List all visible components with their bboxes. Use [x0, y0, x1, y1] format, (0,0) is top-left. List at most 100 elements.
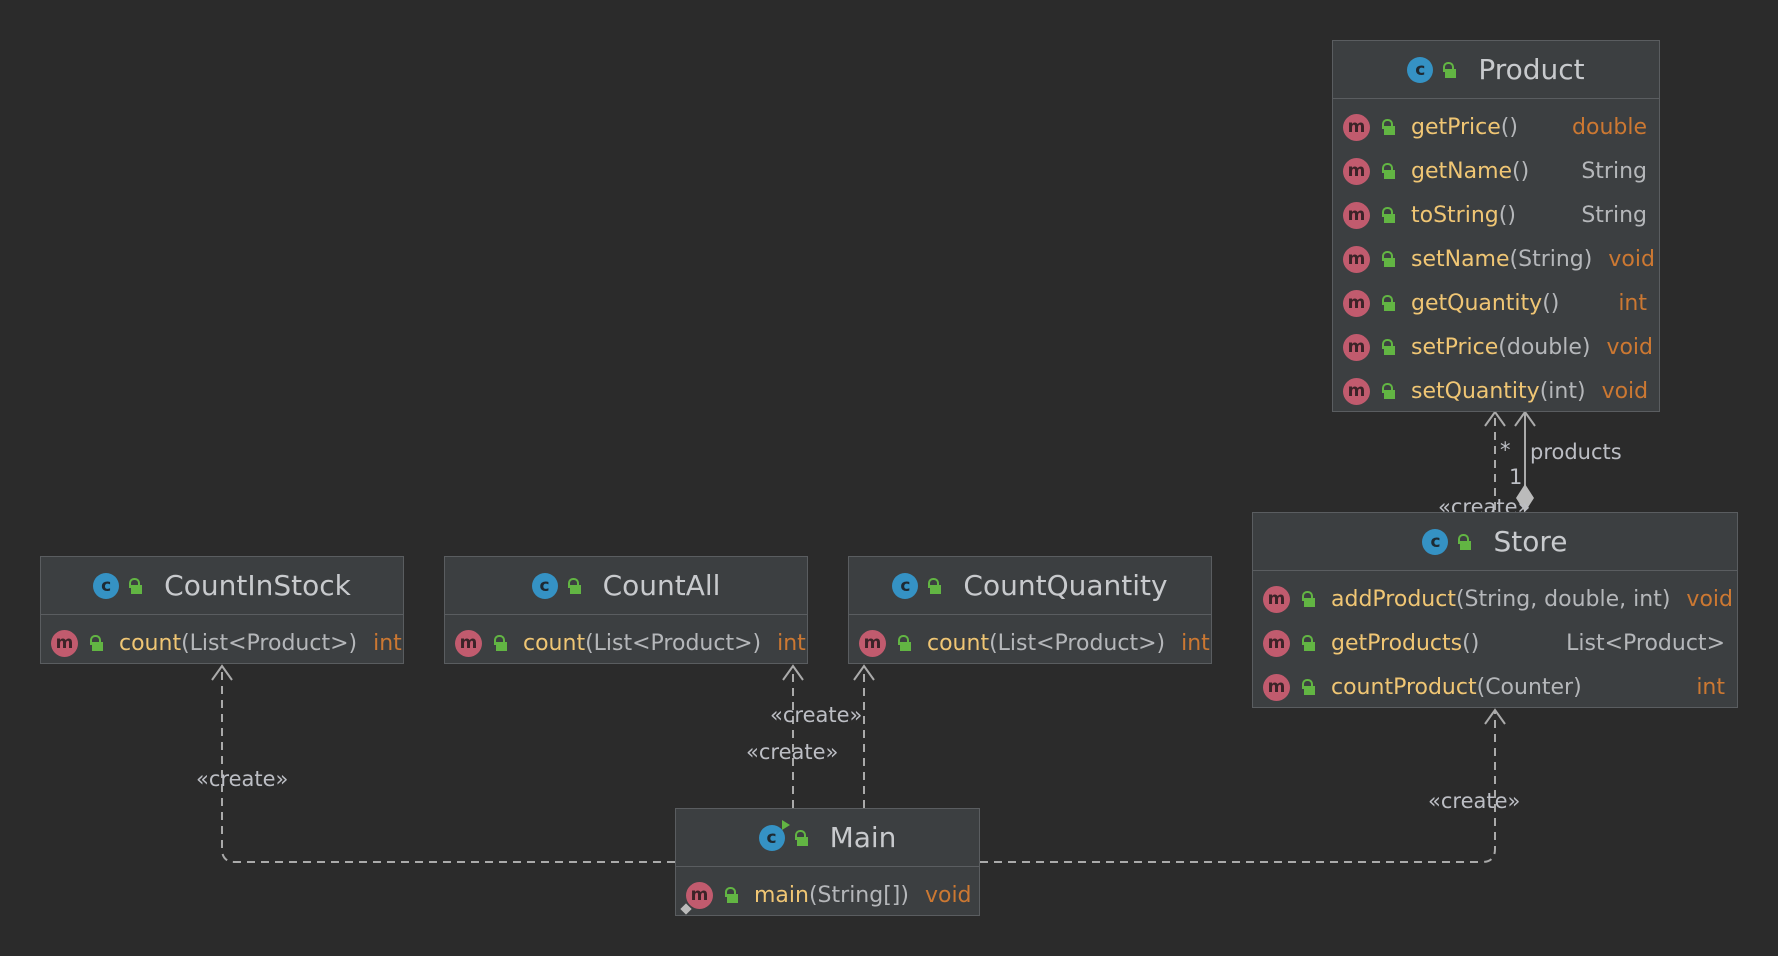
method-return-type: void	[924, 882, 972, 908]
run-badge-icon	[781, 819, 790, 830]
public-access-icon	[1300, 679, 1315, 695]
method-name: setPrice	[1411, 334, 1499, 360]
public-access-icon	[492, 635, 507, 651]
class-icon: c	[1422, 528, 1449, 555]
label-main-count-quantity: «create»	[770, 703, 863, 727]
method-name: addProduct	[1331, 586, 1456, 612]
class-icon: c	[531, 572, 558, 599]
method-return-type: int	[373, 630, 402, 656]
method-signature: countProduct(Counter)	[1331, 675, 1582, 700]
class-icon: c	[1407, 56, 1434, 83]
class-name: CountInStock	[164, 569, 351, 602]
class-name: Product	[1478, 53, 1585, 86]
class-header: c CountInStock	[41, 557, 403, 615]
public-access-icon	[896, 635, 911, 651]
method-name: getQuantity	[1411, 290, 1543, 316]
arrowhead-main-store	[1484, 708, 1506, 725]
method-signature: getProducts()	[1331, 631, 1479, 656]
method-signature: addProduct(String, double, int)	[1331, 587, 1670, 612]
method-signature: toString()	[1411, 203, 1516, 228]
public-access-icon	[1380, 119, 1395, 135]
method-name: setQuantity	[1411, 378, 1540, 404]
method-icon: m	[1343, 113, 1370, 141]
class-name: Store	[1493, 525, 1568, 558]
method-return-type: int	[777, 630, 806, 656]
method-signature: getName()	[1411, 159, 1529, 184]
method-params: (String[])	[808, 882, 909, 908]
public-access-icon	[1300, 591, 1315, 607]
method-name: getPrice	[1411, 114, 1501, 140]
method-return-type: String	[1581, 202, 1647, 228]
method-params: (List<Product>)	[181, 630, 358, 656]
method-name: count	[119, 630, 182, 656]
method-params: ()	[1500, 114, 1518, 140]
arrowhead-main-count-in-stock	[211, 664, 233, 681]
class-count-all[interactable]: c CountAll m count(List<Product>) int	[444, 556, 808, 664]
class-header: c Product	[1333, 41, 1659, 99]
method-name: setName	[1411, 246, 1510, 272]
public-access-icon	[723, 887, 738, 903]
method-signature: setQuantity(int)	[1411, 379, 1586, 404]
method-signature: setPrice(double)	[1411, 335, 1590, 360]
class-icon: c	[93, 572, 120, 599]
method-icon: m	[455, 629, 482, 657]
edge-main-count-in-stock[interactable]	[221, 666, 675, 863]
edge-main-store[interactable]	[980, 710, 1496, 863]
composition-diamond	[1516, 484, 1534, 512]
public-access-icon	[1380, 383, 1395, 399]
public-access-icon	[1300, 635, 1315, 651]
method-row[interactable]: m count(List<Product>) int	[445, 621, 807, 665]
method-name: countProduct	[1331, 674, 1477, 700]
method-return-type: int	[1618, 290, 1647, 316]
public-access-icon	[1380, 339, 1395, 355]
method-return-type: void	[1606, 334, 1654, 360]
method-row[interactable]: m setPrice(double) void	[1333, 325, 1659, 369]
method-name: main	[754, 882, 809, 908]
method-params: ()	[1462, 630, 1480, 656]
method-params: ()	[1498, 202, 1516, 228]
method-icon: m	[1343, 377, 1370, 405]
public-access-icon	[127, 577, 143, 594]
method-return-type: void	[1608, 246, 1655, 272]
arrowhead-store-product-assoc	[1514, 410, 1536, 427]
arrowhead-store-product-create	[1484, 410, 1506, 427]
method-icon: m	[1343, 333, 1370, 361]
label-store-product-assoc: products	[1530, 440, 1622, 464]
method-params: (String)	[1509, 246, 1593, 272]
method-icon: m	[859, 629, 886, 657]
method-list: m count(List<Product>) int	[445, 615, 807, 665]
public-access-icon	[1380, 251, 1395, 267]
class-name: CountAll	[602, 569, 721, 602]
method-params: ()	[1542, 290, 1560, 316]
class-icon: c	[892, 572, 919, 599]
method-return-type: String	[1581, 158, 1647, 184]
method-name: count	[523, 630, 586, 656]
method-signature: setName(String)	[1411, 247, 1592, 272]
method-icon: m	[1263, 585, 1290, 613]
method-params: (List<Product>)	[585, 630, 762, 656]
class-header: c Store	[1253, 513, 1737, 571]
method-params: (double)	[1498, 334, 1591, 360]
